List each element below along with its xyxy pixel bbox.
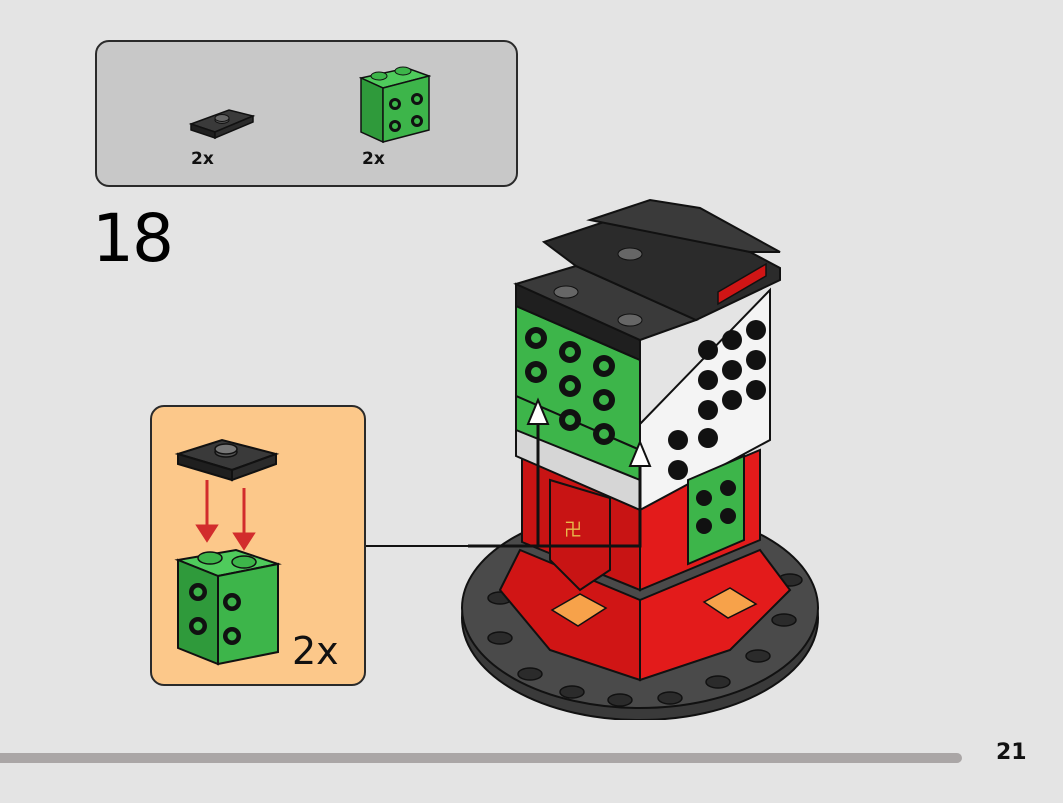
placement-arrow-icon	[468, 397, 652, 548]
callout-qty: 2x	[292, 629, 339, 673]
parts-list-box: 2x 2x	[95, 40, 518, 187]
page-progress-bar	[0, 753, 962, 763]
subassembly-illustration	[174, 438, 282, 666]
green-brick-icon	[359, 66, 431, 144]
page-number: 21	[996, 740, 1027, 765]
callout-connector-line	[366, 545, 468, 547]
pagoda-model-illustration: 卍	[461, 198, 819, 720]
part-qty-1: 2x	[191, 149, 214, 169]
down-arrow-icon	[195, 480, 256, 551]
step-number: 18	[92, 200, 174, 277]
black-jumper-plate-icon	[188, 109, 256, 140]
part-qty-2: 2x	[362, 149, 385, 169]
svg-text:卍: 卍	[564, 520, 582, 541]
subassembly-callout: 2x	[150, 405, 366, 686]
